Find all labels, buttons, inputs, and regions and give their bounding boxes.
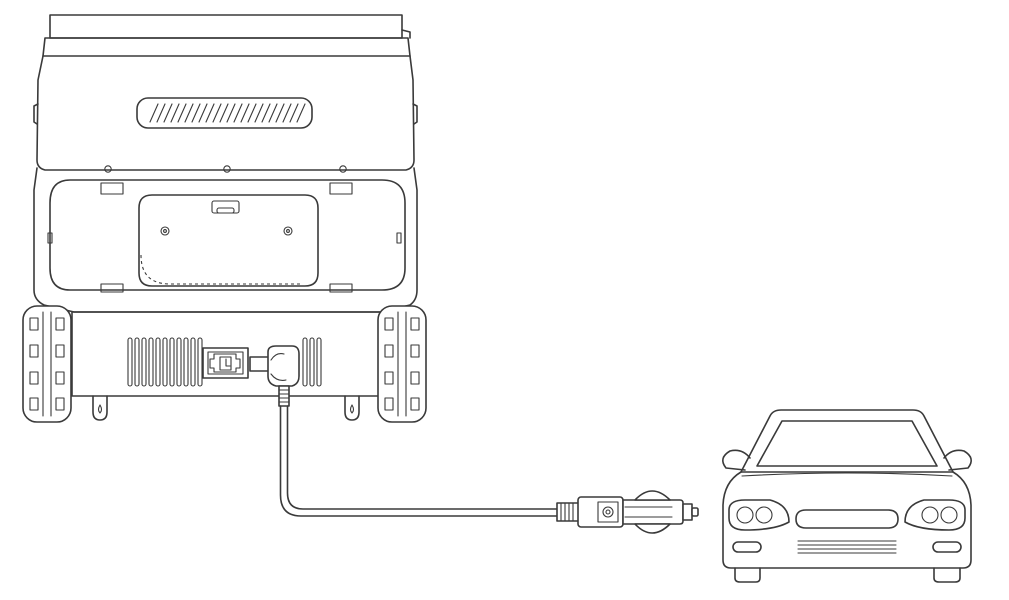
- car-windshield: [756, 420, 938, 467]
- vent-slot: [240, 103, 250, 123]
- cigarette-lighter-plug: [556, 490, 699, 534]
- car-right-foglight: [932, 541, 962, 553]
- vent-slot: [254, 103, 264, 123]
- vent-slot: [275, 103, 285, 123]
- car-grille: [795, 509, 899, 529]
- power-station-feet: [92, 395, 360, 421]
- car-charging-cable[interactable]: [249, 345, 699, 534]
- car-left-headlight: [728, 499, 790, 531]
- power-station: [22, 14, 427, 423]
- base-vent-slot: [316, 337, 322, 387]
- vent-slot: [170, 103, 180, 123]
- vent-slot: [226, 103, 236, 123]
- base-vent-slot: [197, 337, 203, 387]
- right-wheel: [377, 305, 427, 423]
- car-right-mirror: [943, 449, 972, 471]
- cable-cord-outer: [279, 405, 559, 517]
- base-vent-slot: [183, 337, 189, 387]
- car-body: [722, 471, 972, 569]
- car-right-headlight: [904, 499, 966, 531]
- power-station-lid: [42, 14, 411, 57]
- vent-slot: [198, 103, 208, 123]
- base-vent-slot: [155, 337, 161, 387]
- car-roof: [740, 409, 954, 473]
- car-lower-intake: [797, 540, 897, 554]
- vent-slot: [212, 103, 222, 123]
- car-right-tire: [933, 567, 961, 583]
- top-vent-grille: [136, 97, 313, 129]
- base-vent-slot: [162, 337, 168, 387]
- left-wheel: [22, 305, 72, 423]
- car-left-tire: [734, 567, 761, 583]
- base-vent-slot: [169, 337, 175, 387]
- base-vent-slot: [176, 337, 182, 387]
- vent-slot: [219, 103, 229, 123]
- power-station-body: [36, 55, 415, 171]
- vent-slot: [247, 103, 257, 123]
- vent-slot: [205, 103, 215, 123]
- base-vent-grille: [127, 337, 322, 387]
- vent-slot: [156, 103, 166, 123]
- base-vent-slot: [148, 337, 154, 387]
- vent-slot: [289, 103, 299, 123]
- vent-slot: [296, 103, 306, 123]
- base-vent-slot: [309, 337, 315, 387]
- cable-cord-inner: [286, 405, 559, 510]
- vent-slot: [282, 103, 292, 123]
- base-vent-slot: [127, 337, 133, 387]
- car: [722, 409, 972, 583]
- car-left-foglight: [732, 541, 762, 553]
- vent-slot: [233, 103, 243, 123]
- screw-holes: [104, 165, 347, 173]
- vent-slot: [184, 103, 194, 123]
- base-vent-slot: [190, 337, 196, 387]
- cable-connector-plug: [249, 345, 300, 407]
- base-vent-slot: [302, 337, 308, 387]
- rear-panel: [47, 179, 406, 293]
- car-left-mirror: [722, 449, 751, 471]
- vent-slot: [163, 103, 173, 123]
- base-vent-slot: [141, 337, 147, 387]
- base-vent-slot: [134, 337, 140, 387]
- vent-slot: [261, 103, 271, 123]
- vent-slot: [191, 103, 201, 123]
- vent-slot: [177, 103, 187, 123]
- car-output-port[interactable]: [202, 347, 249, 379]
- vent-slot: [268, 103, 278, 123]
- vent-slot: [149, 103, 159, 123]
